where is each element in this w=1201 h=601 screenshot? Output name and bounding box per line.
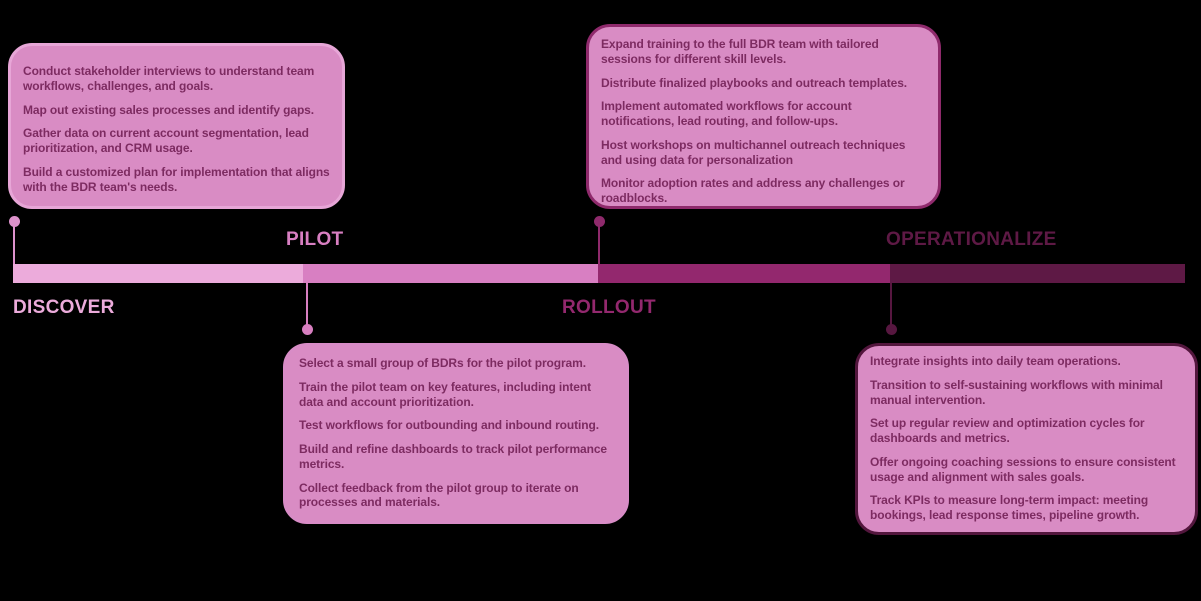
- timeline-segment-rollout: [598, 264, 890, 283]
- rollout-card: Expand training to the full BDR team wit…: [586, 24, 941, 209]
- card-item: Host workshops on multichannel outreach …: [601, 137, 906, 167]
- card-item: Build a customized plan for implementati…: [23, 164, 330, 194]
- phase-label-pilot: PILOT: [286, 229, 344, 250]
- discover-card-body: Conduct stakeholder interviews to unders…: [23, 64, 330, 194]
- operationalize-card: Integrate insights into daily team opera…: [855, 343, 1198, 535]
- rollout-connector-dot-icon: [594, 216, 605, 227]
- card-item: Build and refine dashboards to track pil…: [299, 442, 607, 471]
- card-item: Offer ongoing coaching sessions to ensur…: [870, 454, 1176, 484]
- card-item: Integrate insights into daily team opera…: [870, 354, 1121, 368]
- card-item: Monitor adoption rates and address any c…: [601, 176, 905, 205]
- card-item: Map out existing sales processes and ide…: [23, 102, 314, 117]
- card-item: Gather data on current account segmentat…: [23, 126, 309, 155]
- card-item: Train the pilot team on key features, in…: [299, 379, 591, 409]
- operationalize-connector-dot-icon: [886, 324, 897, 335]
- pilot-connector-line: [306, 283, 308, 327]
- operationalize-card-body: Integrate insights into daily team opera…: [870, 354, 1183, 523]
- rollout-connector-line: [598, 224, 600, 264]
- phase-label-discover: DISCOVER: [13, 297, 115, 318]
- discover-card: Conduct stakeholder interviews to unders…: [8, 43, 345, 209]
- rollout-card-body: Expand training to the full BDR team wit…: [601, 37, 926, 206]
- discover-connector-line: [13, 224, 15, 264]
- timeline-segment-discover: [13, 264, 303, 283]
- card-item: Implement automated workflows for accoun…: [601, 99, 852, 128]
- card-item: Set up regular review and optimization c…: [870, 416, 1145, 445]
- operationalize-connector-line: [890, 283, 892, 327]
- card-item: Expand training to the full BDR team wit…: [601, 37, 879, 66]
- card-item: Collect feedback from the pilot group to…: [299, 480, 579, 510]
- timeline-segment-pilot: [303, 264, 598, 283]
- card-item: Transition to self-sustaining workflows …: [870, 377, 1163, 407]
- card-item: Select a small group of BDRs for the pil…: [299, 356, 586, 370]
- phase-label-rollout: ROLLOUT: [562, 297, 656, 318]
- card-item: Conduct stakeholder interviews to unders…: [23, 64, 315, 93]
- phase-label-operationalize: OPERATIONALIZE: [886, 229, 1057, 250]
- timeline-segment-operationalize: [890, 264, 1185, 283]
- pilot-card-body: Select a small group of BDRs for the pil…: [299, 356, 613, 510]
- card-item: Distribute finalized playbooks and outre…: [601, 75, 907, 90]
- pilot-card: Select a small group of BDRs for the pil…: [283, 343, 629, 524]
- card-item: Track KPIs to measure long-term impact: …: [870, 493, 1149, 522]
- card-item: Test workflows for outbounding and inbou…: [299, 418, 599, 433]
- pilot-connector-dot-icon: [302, 324, 313, 335]
- discover-connector-dot-icon: [9, 216, 20, 227]
